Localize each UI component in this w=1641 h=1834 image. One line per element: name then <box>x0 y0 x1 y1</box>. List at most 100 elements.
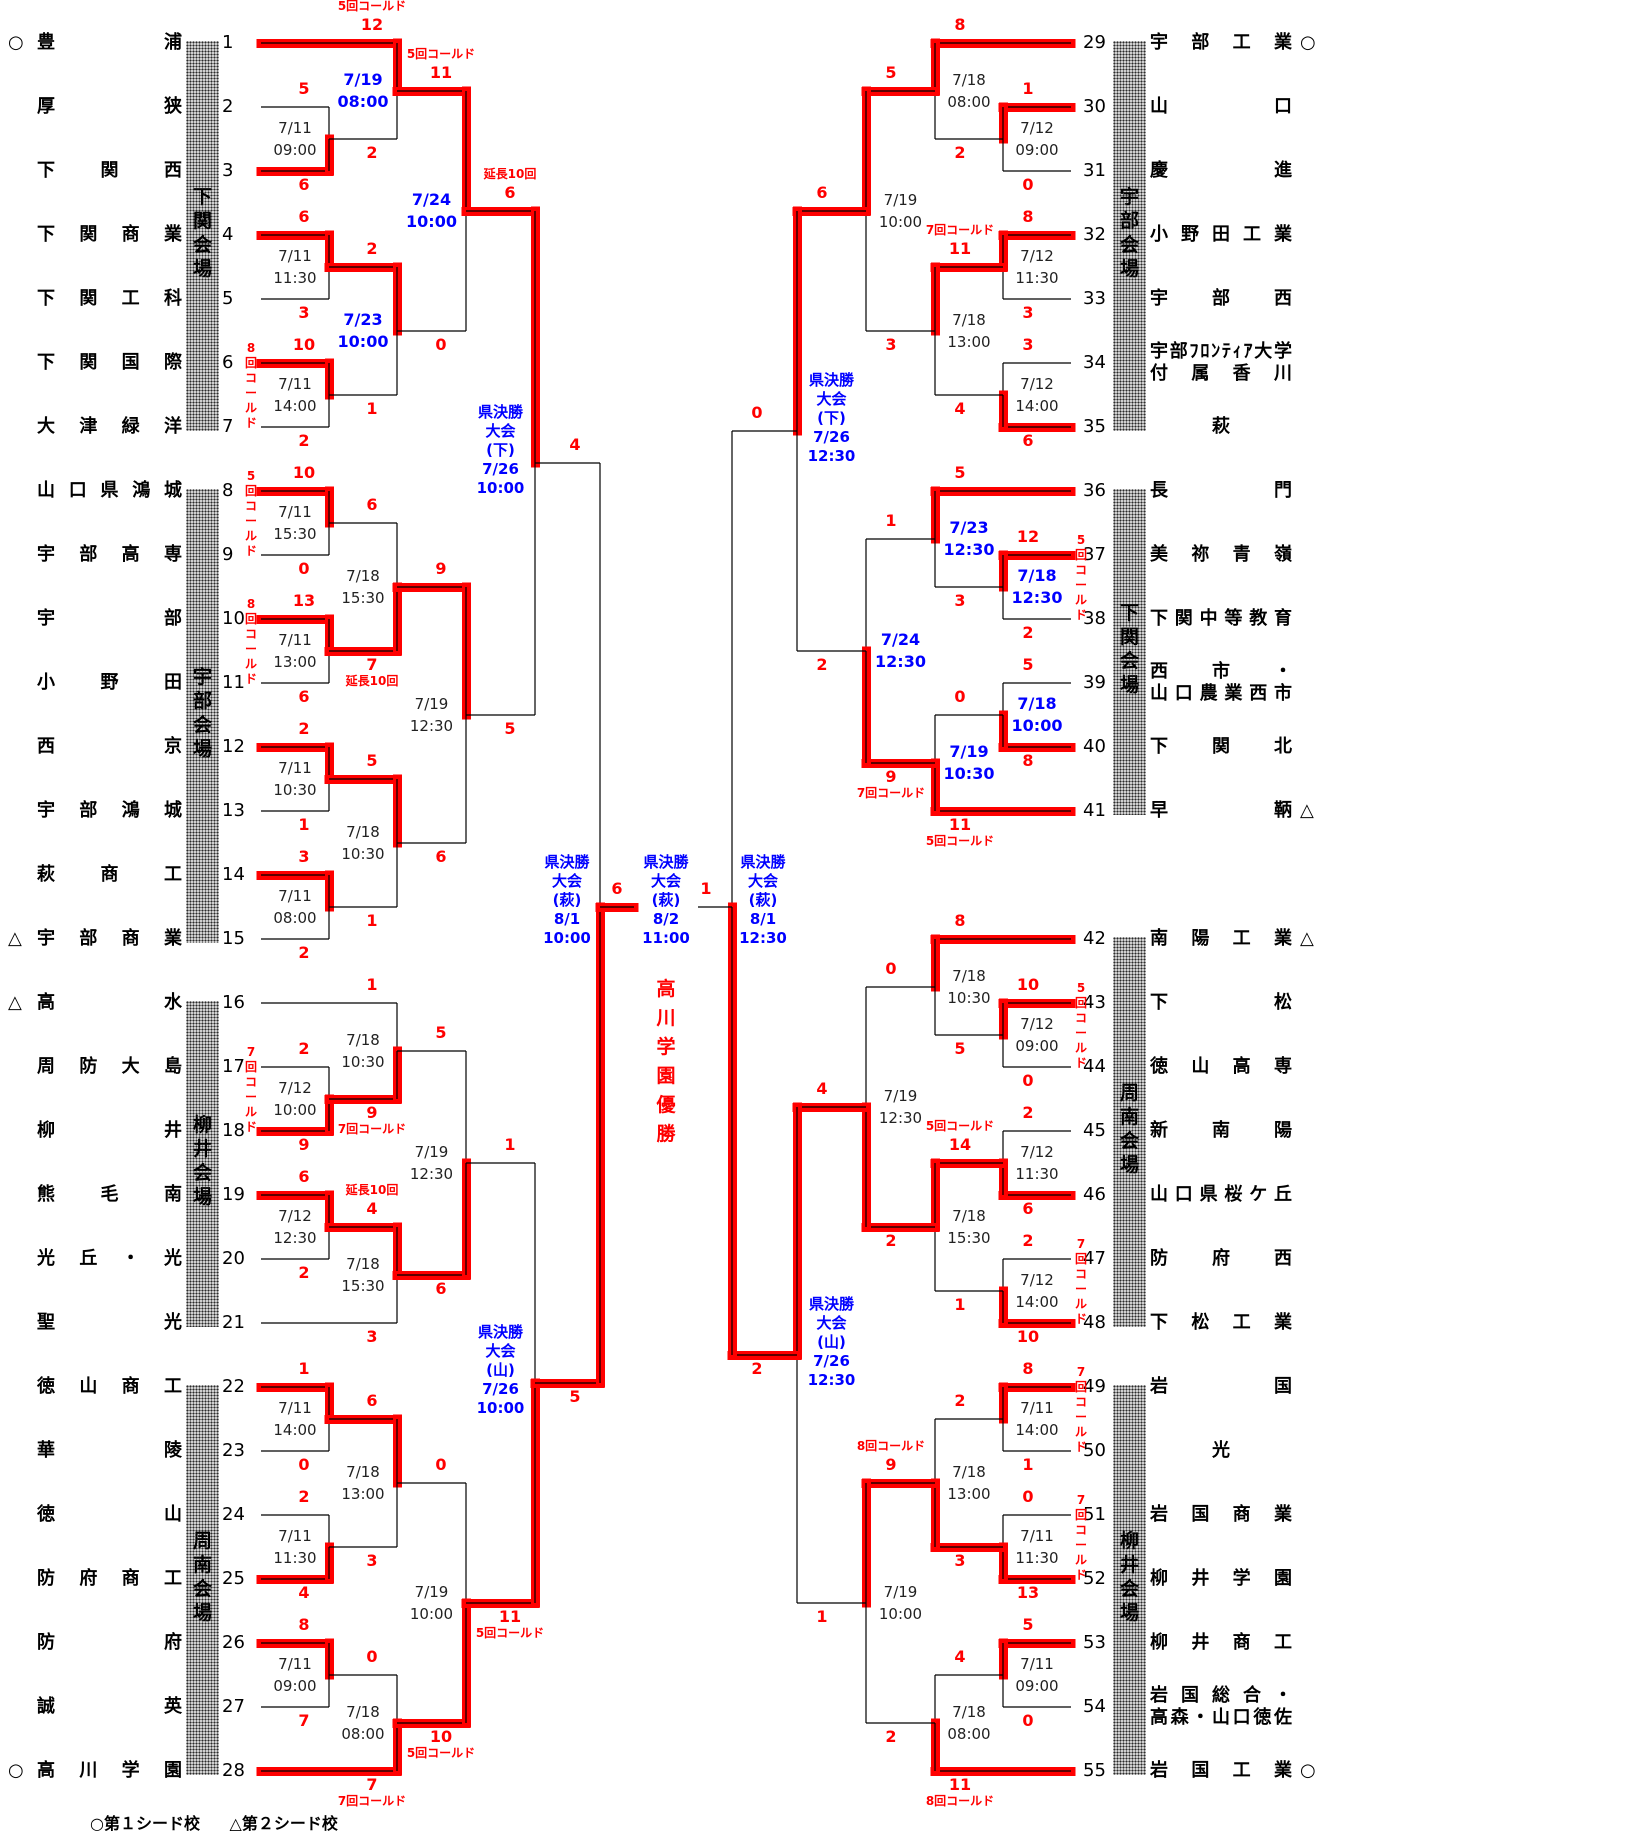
score-bottom: 1 <box>298 815 310 834</box>
first-seed-mark: ○ <box>8 32 24 53</box>
first-seed-mark: ○ <box>1300 32 1316 53</box>
match-time: 15:30 <box>341 589 385 607</box>
team-name: 早 鞆 <box>1150 800 1292 822</box>
score-top: 0 <box>435 1455 447 1474</box>
note-char: 8 <box>246 341 256 355</box>
match-time: 14:00 <box>1015 1293 1059 1311</box>
connector-bottom <box>728 902 737 1360</box>
line-bottom <box>256 1767 402 1776</box>
line-bottom <box>324 647 402 656</box>
connector-bottom <box>999 1542 1008 1584</box>
team-name-line: 西 市 ・ <box>1150 661 1292 682</box>
team-name-line: 山口県鴻城 <box>37 480 182 501</box>
team-number: 39 <box>1083 672 1106 693</box>
team-number: 14 <box>222 864 245 885</box>
score-top: 1 <box>298 1359 310 1378</box>
score-top: 5 <box>1022 655 1034 674</box>
score-top: 6 <box>298 1167 310 1186</box>
score-top: 1 <box>366 975 378 994</box>
venue-char: 場 <box>1119 674 1139 696</box>
team-name-line: 豊 浦 <box>37 32 182 53</box>
stage-label-line: 県決勝 <box>808 1295 854 1313</box>
venue-char: 場 <box>1119 1602 1139 1624</box>
team-name-line: 慶 進 <box>1150 160 1292 181</box>
match-day: 7/19 <box>883 191 918 209</box>
match-time: 10:30 <box>943 764 995 783</box>
connector-bottom <box>325 1542 334 1584</box>
champion-char: 園 <box>656 1065 676 1087</box>
score-bottom: 10 <box>1016 1327 1040 1346</box>
score-note: 延長10回 <box>483 167 537 181</box>
score-top: 5 <box>298 79 310 98</box>
second-seed-mark: △ <box>8 992 22 1013</box>
stage-label-line: 大会 <box>551 872 582 890</box>
team-name-line: 大津緑洋 <box>37 416 182 437</box>
score-note: 5回コールド <box>337 0 407 13</box>
team-name-line: 光丘・光 <box>37 1248 182 1269</box>
match-day: 7/11 <box>1020 1655 1054 1673</box>
match-time: 11:30 <box>1015 1165 1059 1183</box>
team-name-line: 宇部ﾌﾛﾝﾃｨｱ大学 <box>1150 341 1292 362</box>
team-name-line: 下松工業 <box>1150 1312 1292 1333</box>
line-top <box>256 1639 334 1648</box>
match-time: 10:30 <box>341 1053 385 1071</box>
venue-char: 会 <box>1119 650 1139 672</box>
score-top: 0 <box>954 687 966 706</box>
team-name: 下関商業 <box>37 224 182 246</box>
venue-char: 会 <box>192 234 212 256</box>
score-top: 2 <box>298 1039 310 1058</box>
score-note: 7回コールド <box>337 1794 407 1808</box>
note-char: 回 <box>1074 1252 1087 1266</box>
connector-top <box>393 1414 402 1488</box>
team-name-line: 徳山商工 <box>37 1376 182 1397</box>
team-name-line: 柳井商工 <box>1150 1632 1292 1653</box>
match-date: 7/11 09:00 <box>1002 1653 1072 1697</box>
match-day: 7/18 <box>952 311 986 329</box>
team-number: 38 <box>1083 608 1106 629</box>
stage-label-line: 8/1 <box>749 910 777 928</box>
team-number: 40 <box>1083 736 1106 757</box>
line-bottom <box>998 423 1076 432</box>
venue-char: 井 <box>192 1138 212 1160</box>
team-number: 41 <box>1083 800 1106 821</box>
score-bottom: 6 <box>298 687 310 706</box>
note-char: ー <box>1074 1026 1087 1040</box>
connector-top <box>931 1158 940 1232</box>
note-char: コ <box>1074 1395 1087 1409</box>
team-name: 光丘・光 <box>37 1248 182 1270</box>
line-bottom <box>392 1271 471 1280</box>
team-name: 慶 進 <box>1150 160 1292 182</box>
score-bottom: 0 <box>298 559 310 578</box>
team-name: 徳山商工 <box>37 1376 182 1398</box>
note-char: ル <box>244 1105 257 1119</box>
team-name: 宇部商業 <box>37 928 182 950</box>
team-name: 山 口 <box>1150 96 1292 118</box>
line-top <box>861 1479 940 1488</box>
team-name: 宇部高専 <box>37 544 182 566</box>
match-time: 12:30 <box>409 1165 454 1183</box>
match-day: 7/18 <box>952 1207 986 1225</box>
team-name-line: 萩 商 工 <box>37 864 182 885</box>
score-top: 8 <box>1022 207 1034 226</box>
team-name-line: 下関中等教育 <box>1150 608 1292 629</box>
line-top <box>392 87 471 96</box>
venue-char: 会 <box>1119 1130 1139 1152</box>
score-bottom: 3 <box>954 1551 966 1570</box>
note-char: 回 <box>1074 548 1087 562</box>
team-name: 長 門 <box>1150 480 1292 502</box>
match-time: 10:00 <box>1011 716 1063 735</box>
match-day: 7/11 <box>278 759 312 777</box>
score-top: 8 <box>954 15 966 34</box>
score-top: 5 <box>885 63 897 82</box>
match-day: 7/12 <box>1020 375 1054 393</box>
stage-label-line: (萩) <box>748 891 778 909</box>
match-time: 11:30 <box>1015 269 1059 287</box>
match-time: 09:00 <box>1015 1677 1059 1695</box>
score-bottom: 2 <box>298 431 310 450</box>
